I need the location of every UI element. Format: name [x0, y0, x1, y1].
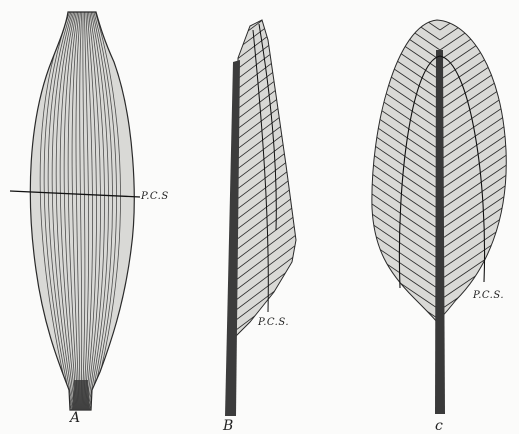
pcs-label-a: P.C.S [141, 191, 169, 202]
muscle-a-tendon [72, 380, 90, 410]
unipennate-muscle-b [225, 0, 300, 416]
fusiform-muscle-a [10, 8, 140, 412]
figure-letter-b: B [223, 418, 233, 434]
figure-letter-c: c [435, 418, 443, 434]
muscle-b-tendon [225, 60, 240, 416]
bipennate-muscle-c [372, 0, 508, 414]
figure-letter-a: A [70, 410, 80, 426]
pcs-label-c: P.C.S. [473, 290, 504, 301]
muscle-a-outline [30, 12, 134, 410]
pcs-label-b: P.C.S. [258, 317, 289, 328]
